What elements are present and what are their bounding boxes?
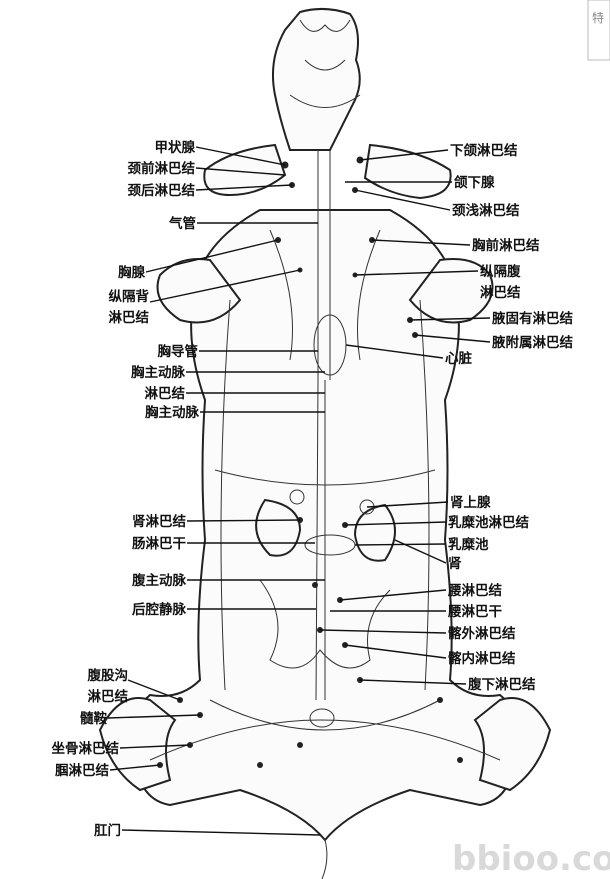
label-dorsal-mediastinal: 纵隔背 [109, 288, 150, 305]
label-hypogastric-node: 腹下淋巴结 [468, 676, 536, 693]
label-dorsal-mediastinal-node: 淋巴结 [109, 309, 150, 326]
corner-stamp: 特 [588, 0, 610, 60]
label-thoracic-aorta-node: 淋巴结 [145, 385, 186, 402]
corner-stamp-text: 特 [592, 10, 604, 25]
label-renal-node: 肾淋巴结 [132, 513, 186, 530]
label-trachea: 气管 [168, 215, 196, 232]
label-ventral-mediastinal: 纵隔腹 [480, 263, 521, 280]
label-posterior-vena-cava: 后腔静脉 [132, 601, 186, 618]
label-popliteal-node: 腘淋巴结 [55, 762, 109, 779]
label-sciatic-node: 坐骨淋巴结 [52, 740, 120, 757]
label-sacral: 髓鞍 [80, 710, 107, 727]
label-cisterna-chyli-node: 乳糜池淋巴结 [448, 514, 529, 531]
label-heart: 心脏 [445, 350, 472, 367]
label-posterior-cervical-node: 颈后淋巴结 [127, 182, 196, 199]
label-accessory-axillary-node: 腋附属淋巴结 [492, 334, 573, 351]
label-thyroid: 甲状腺 [155, 139, 196, 156]
label-proper-axillary-node: 腋固有淋巴结 [492, 310, 573, 327]
label-mandibular-node: 下颌淋巴结 [450, 142, 518, 159]
label-inguinal: 腹股沟 [88, 667, 129, 684]
label-cisterna-chyli: 乳糜池 [448, 536, 489, 553]
label-internal-iliac-node: 髂内淋巴结 [448, 650, 516, 667]
label-submandibular-gland: 颌下腺 [454, 174, 495, 191]
watermark: bbioo.co [452, 839, 610, 879]
label-abdominal-aorta: 腹主动脉 [132, 572, 186, 589]
label-thoracic-aorta-2: 胸主动脉 [145, 404, 199, 421]
label-inguinal-node: 淋巴结 [88, 688, 129, 705]
label-intestinal-trunk: 肠淋巴干 [132, 535, 186, 552]
label-lumbar-trunk: 腰淋巴干 [447, 603, 502, 620]
label-anus: 肛门 [94, 822, 121, 839]
label-ventral-mediastinal-node: 淋巴结 [480, 284, 521, 301]
label-thoracic-aorta-1: 胸主动脉 [131, 364, 185, 381]
label-superficial-cervical-node: 颈浅淋巴结 [451, 202, 520, 219]
label-thoracic-duct: 胸导管 [158, 343, 199, 360]
label-adrenal-gland: 肾上腺 [450, 494, 491, 511]
label-thymus: 胸腺 [118, 264, 145, 281]
label-anterior-cervical-node: 颈前淋巴结 [127, 160, 196, 177]
label-anterior-thoracic-node: 胸前淋巴结 [472, 237, 540, 254]
label-lumbar-node: 腰淋巴结 [447, 582, 502, 599]
label-external-iliac-node: 髂外淋巴结 [448, 625, 516, 642]
right-labels: 下颌淋巴结 颌下腺 颈浅淋巴结 胸前淋巴结 纵隔腹 淋巴结 腋固有淋巴结 腋附属… [445, 142, 573, 693]
label-kidney: 肾 [448, 556, 462, 572]
